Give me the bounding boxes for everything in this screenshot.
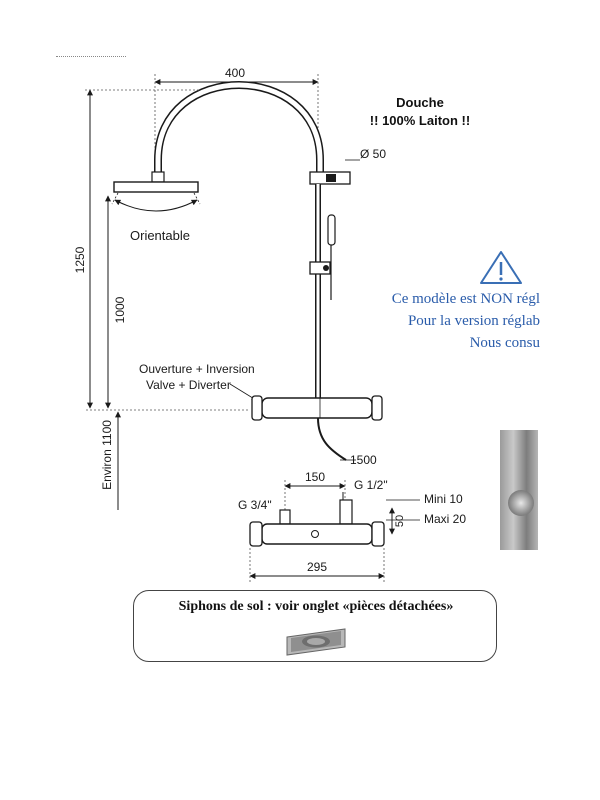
title-line-2: !! 100% Laiton !! [369,113,471,128]
notice-line-2: Pour la version réglab [407,313,540,329]
title-line-1: Douche [396,95,444,110]
valve-label-fr: Ouverture + Inversion [139,362,255,376]
offset-label: 50 [394,515,406,527]
mixer-main [251,395,383,421]
shower-head: Orientable [111,171,201,243]
faucet-photo [500,430,538,550]
dim-total-height: 1250 [73,89,200,409]
dim-width-top-label: 400 [225,66,245,80]
dim-bar-height-label: 1000 [113,296,127,323]
header-scribble [56,56,126,61]
mini-label: Mini 10 [424,492,463,506]
dim-total-height-label: 1250 [73,246,87,273]
orientable-label: Orientable [130,228,190,243]
dim-bar-height: 1000 [105,195,127,409]
g-left-label: G 3/4" [238,498,272,512]
mixer-detail: 150 G 3/4" G 1/2" Mini 10 Maxi 20 50 295 [238,470,466,582]
body-width-label: 295 [307,560,327,574]
g-right-label: G 1/2" [354,478,388,492]
dim-install-height-label: Environ 1100 [100,420,114,490]
hand-shower [309,214,336,300]
pipe-diameter: Ø 50 [309,147,386,185]
notice-line-3: Nous consu [469,335,540,351]
maxi-label: Maxi 20 [424,512,466,526]
inlet-spacing-label: 150 [305,470,325,484]
notice-line-1: Ce modèle est NON régl [391,291,540,307]
notice-text: Ce modèle est NON régl Pour la version r… [330,288,540,354]
hose: 1500 [317,417,377,467]
warning-triangle-icon [480,251,522,284]
floor-drain-icon [286,628,346,656]
pipe-diameter-label: Ø 50 [360,147,386,161]
siphon-box: Siphons de sol : voir onglet «pièces dét… [133,590,497,662]
shower-arch [154,81,324,179]
valve-label-en: Valve + Diverter [146,378,231,392]
hose-length-label: 1500 [350,453,377,467]
siphon-title: Siphons de sol : voir onglet «pièces dét… [178,599,454,614]
dim-install-height: Environ 1100 [100,411,121,510]
title-block: Douche !! 100% Laiton !! [360,94,480,130]
